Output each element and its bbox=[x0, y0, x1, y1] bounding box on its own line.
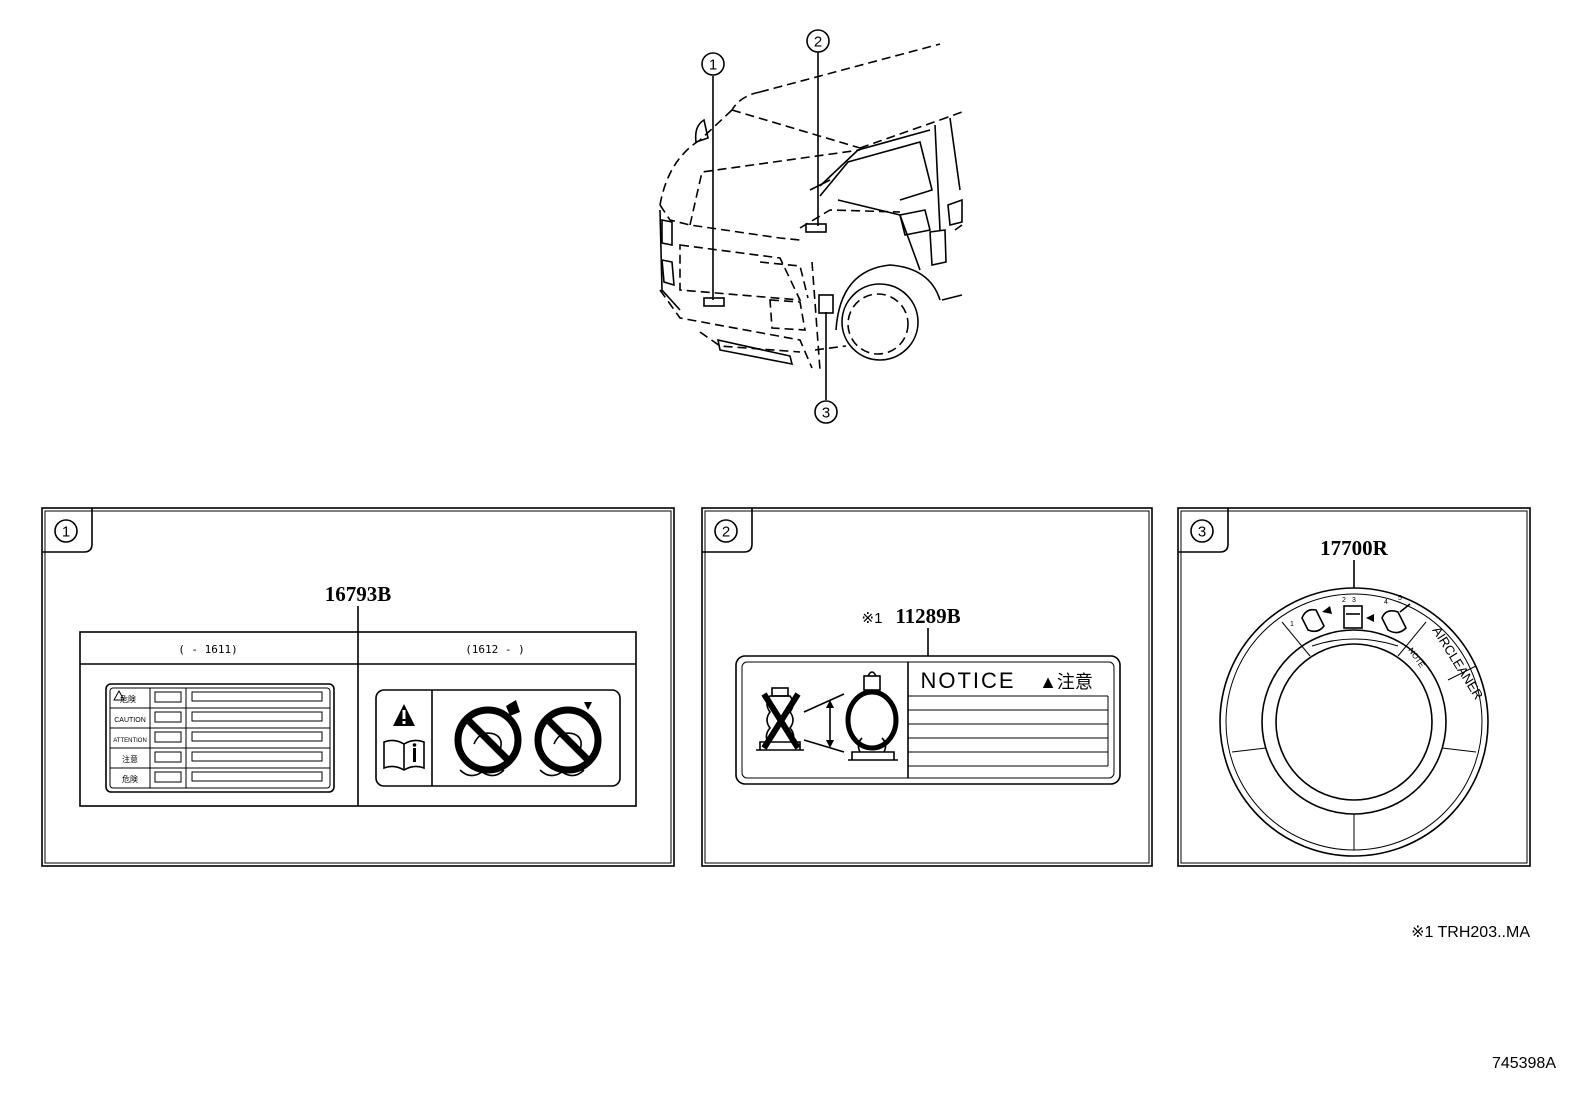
no-pressure-icon bbox=[454, 700, 522, 777]
panel-1: 1 16793B ( - 1611) (1612 - ) 危険 CAUTION … bbox=[41, 507, 675, 867]
van-illustration bbox=[659, 43, 963, 371]
svg-text:2: 2 bbox=[814, 34, 822, 51]
panel-2: 2 ※1 11289B NOTICE ▲注意 bbox=[701, 507, 1153, 867]
panel-2-number: 2 bbox=[722, 524, 730, 541]
pictogram-label-new bbox=[375, 689, 621, 787]
caution-label-old: 危険 CAUTION ATTENTION 注意 危険 bbox=[105, 683, 335, 793]
panel-1-range-left: ( - 1611) bbox=[178, 643, 238, 656]
panel-1-range-right: (1612 - ) bbox=[465, 643, 525, 656]
footnote: ※1 TRH203..MA bbox=[1411, 924, 1530, 941]
ring-note: NOTE bbox=[1406, 646, 1426, 669]
callout-2: 2 bbox=[806, 29, 830, 53]
diagram-id: 745398A bbox=[1492, 1055, 1556, 1072]
caution-row-2: CAUTION bbox=[114, 717, 146, 724]
no-pressure-icon bbox=[534, 702, 602, 777]
panel-1-number: 1 bbox=[62, 524, 70, 541]
caution-row-3: ATTENTION bbox=[113, 738, 147, 744]
caution-row-1: 危険 bbox=[120, 694, 136, 704]
manual-info-icon bbox=[383, 739, 425, 771]
svg-text:3: 3 bbox=[822, 405, 830, 422]
notice-label: NOTICE ▲注意 bbox=[735, 655, 1121, 785]
callout-1: 1 bbox=[701, 52, 725, 76]
step-number: 4 bbox=[1384, 599, 1388, 606]
notice-jp: ▲注意 bbox=[1039, 672, 1093, 692]
panel-2-part-number: 11289B bbox=[895, 604, 960, 628]
step-number: 1 bbox=[1290, 621, 1294, 628]
callout-3: 3 bbox=[814, 400, 838, 424]
notice-text: NOTICE bbox=[920, 668, 1015, 693]
panel-1-part-number: 16793B bbox=[325, 582, 392, 606]
svg-text:1: 1 bbox=[709, 57, 717, 74]
jack-icon bbox=[756, 671, 899, 761]
panel-2-part-prefix: ※1 bbox=[862, 610, 883, 627]
ring-text: AIRCLEANER bbox=[1429, 624, 1486, 702]
callout-leaders bbox=[712, 52, 827, 400]
caution-row-5: 危険 bbox=[122, 774, 138, 784]
caution-row-4: 注意 bbox=[122, 754, 138, 764]
step-number: 3 bbox=[1352, 597, 1356, 604]
step-icons: 1 2 3 4 5 bbox=[1290, 595, 1411, 634]
panel-3-part-number: 17700R bbox=[1320, 536, 1389, 560]
panel-3: 3 17700R 1 2 bbox=[1177, 507, 1531, 867]
step-number: 2 bbox=[1342, 597, 1346, 604]
panel-3-number: 3 bbox=[1198, 524, 1206, 541]
air-cleaner-label: 1 2 3 4 5 AIRCLEANER NOTE bbox=[1219, 587, 1489, 857]
step-number: 5 bbox=[1398, 595, 1402, 602]
